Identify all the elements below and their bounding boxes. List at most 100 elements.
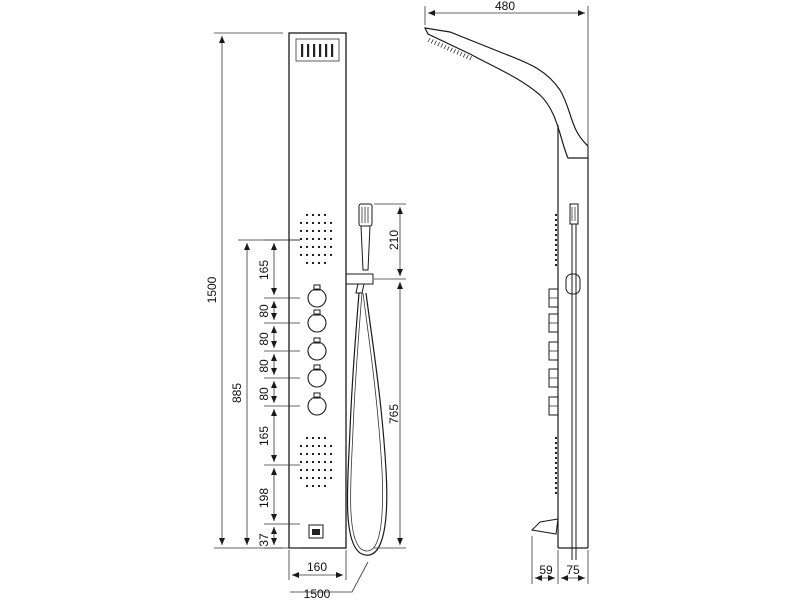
- jet-dot: [300, 246, 302, 248]
- side-hand-shower: [565, 203, 581, 560]
- jet-dot: [330, 477, 332, 479]
- head-nozzle: [443, 44, 447, 50]
- dim-panel-width: 160: [307, 560, 327, 574]
- dim-seg-165-top: 165: [257, 260, 271, 280]
- side-jet-dot: [555, 234, 557, 236]
- jet-dot: [324, 485, 326, 487]
- valve-knob-tab: [313, 337, 321, 344]
- jet-dot: [312, 445, 314, 447]
- upper-body-jets: [300, 214, 332, 264]
- jet-dot: [330, 254, 332, 256]
- dim-head-projection: 480: [495, 0, 515, 13]
- valve-knob-tab: [313, 309, 321, 316]
- jet-dot: [312, 262, 314, 264]
- side-valve-knobs: [548, 288, 559, 416]
- jet-dot: [324, 453, 326, 455]
- jet-dot: [324, 214, 326, 216]
- jet-dot: [306, 246, 308, 248]
- front-view: 1500 885 165 80 80 80 80 165 198 37 160 …: [205, 32, 406, 600]
- side-jet-dot: [555, 452, 557, 454]
- segment-dimension-lines: [264, 239, 300, 549]
- valve-knob: [307, 313, 327, 333]
- jet-dot: [318, 246, 320, 248]
- dim-seg-165-bottom: 165: [257, 426, 271, 446]
- valve-knob: [307, 341, 327, 361]
- head-nozzle: [450, 47, 453, 52]
- jet-dot: [318, 222, 320, 224]
- jet-dot: [312, 469, 314, 471]
- valve-knob-tab: [313, 284, 321, 291]
- jet-dot: [312, 461, 314, 463]
- jet-dot: [312, 477, 314, 479]
- rain-head-nozzles: [427, 37, 472, 61]
- dim-bracket-765: 765: [387, 404, 401, 424]
- jet-dot: [306, 222, 308, 224]
- jet-dot: [318, 230, 320, 232]
- jet-dot: [318, 238, 320, 240]
- hand-shower: [358, 203, 373, 271]
- head-nozzle: [456, 50, 460, 55]
- nozzle-slot: [313, 44, 316, 57]
- valve-knob: [307, 288, 327, 308]
- jet-dot: [300, 230, 302, 232]
- valve-knob: [307, 368, 327, 388]
- side-jet-dot: [555, 229, 557, 231]
- jet-dot: [306, 445, 308, 447]
- jet-dot: [306, 461, 308, 463]
- jet-dot: [312, 222, 314, 224]
- head-nozzle: [466, 54, 469, 59]
- side-jet-dot: [555, 462, 557, 464]
- side-jet-dot: [555, 254, 557, 256]
- jet-dot: [330, 222, 332, 224]
- head-nozzle: [459, 51, 463, 57]
- dim-seg-80-a: 80: [257, 304, 271, 318]
- nozzle-slot: [325, 44, 328, 57]
- nozzle-slot: [307, 44, 310, 57]
- dim-hose-length: 1500: [304, 587, 331, 600]
- side-jet-dot: [555, 487, 557, 489]
- jet-dot: [312, 238, 314, 240]
- shower-panel-body: [288, 32, 347, 549]
- jet-dot: [312, 453, 314, 455]
- hand-shower-bracket: [345, 273, 374, 294]
- dim-seg-80-c: 80: [257, 359, 271, 373]
- jet-dot: [324, 445, 326, 447]
- side-bottom-spout: [530, 518, 559, 535]
- head-nozzle: [446, 46, 450, 51]
- side-jet-dot: [555, 259, 557, 261]
- jet-dot: [330, 246, 332, 248]
- jet-dot: [330, 453, 332, 455]
- jet-dot: [300, 453, 302, 455]
- jet-dot: [312, 214, 314, 216]
- dim-total-height: 1500: [205, 276, 219, 303]
- dim-seg-80-d: 80: [257, 387, 271, 401]
- side-jet-dot: [555, 467, 557, 469]
- valve-knob-tab: [313, 364, 321, 371]
- side-jet-dot: [555, 447, 557, 449]
- jet-dot: [300, 254, 302, 256]
- bottom-outlet: [308, 524, 324, 539]
- jet-dot: [300, 238, 302, 240]
- segment-labels: 165 80 80 80 80 165 198 37: [257, 260, 271, 547]
- jet-dot: [306, 453, 308, 455]
- jet-dot: [318, 477, 320, 479]
- nozzle-slot: [301, 44, 304, 57]
- head-nozzle: [430, 39, 434, 44]
- dim-seg-198: 198: [257, 488, 271, 508]
- valve-knob: [307, 396, 327, 416]
- side-jet-dot: [555, 472, 557, 474]
- shower-hose: [346, 292, 388, 556]
- jet-dot: [324, 246, 326, 248]
- head-nozzle: [453, 49, 456, 54]
- jet-dot: [306, 230, 308, 232]
- head-nozzle: [437, 42, 440, 47]
- jet-dot: [324, 262, 326, 264]
- dim-hand-shower-210: 210: [387, 230, 401, 250]
- side-jet-dot: [555, 239, 557, 241]
- side-jet-dot: [555, 264, 557, 266]
- jet-dot: [318, 445, 320, 447]
- head-nozzle: [462, 53, 466, 58]
- jet-dot: [330, 445, 332, 447]
- jet-dot: [318, 485, 320, 487]
